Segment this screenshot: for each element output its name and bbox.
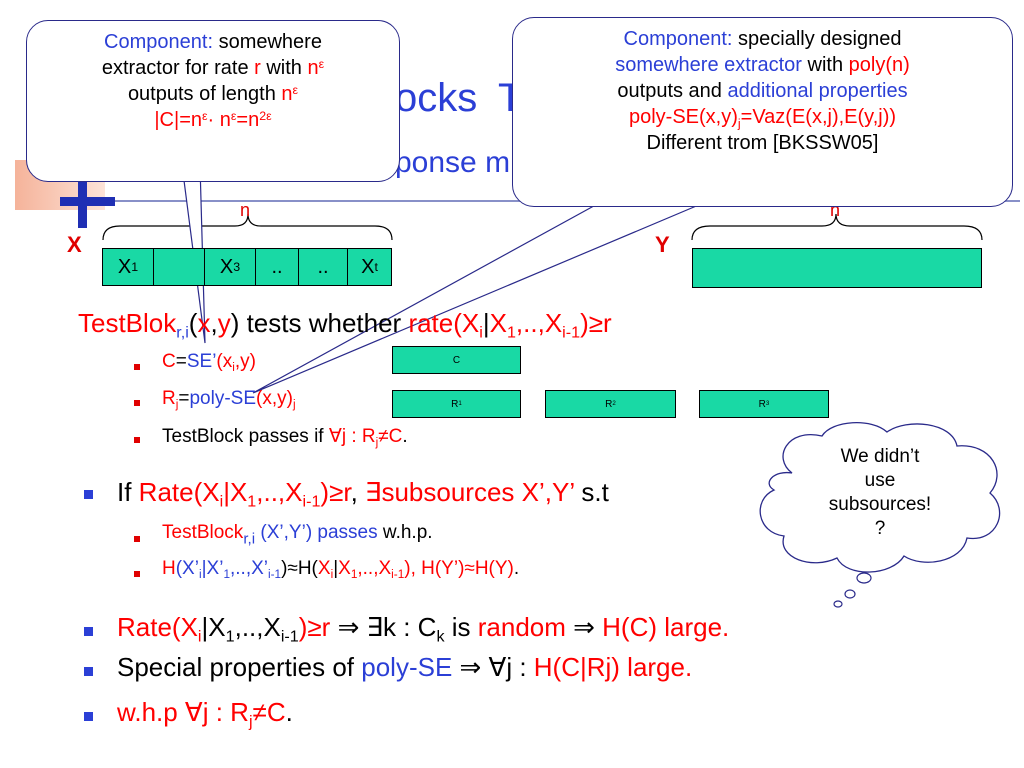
special-properties-line: Special properties of poly-SE ⇒ ∀j : H(C… <box>117 652 693 682</box>
cloud-note: We didn’t use subsources! ? <box>790 445 970 541</box>
x-block-cell: .. <box>255 248 299 286</box>
title-fragment: ocks <box>395 76 478 120</box>
bullet-marker <box>84 712 93 721</box>
x-length-label: n <box>240 200 251 220</box>
cloud-line: ? <box>874 518 886 539</box>
subtitle-fragment: ponse m <box>395 146 511 179</box>
bullet-marker <box>84 490 93 499</box>
cloud-line: use <box>864 470 896 491</box>
y-source-block <box>692 248 982 288</box>
callout-line: somewhere extractor with poly(n) <box>615 54 910 76</box>
whp-line: w.h.p ∀j : Rj≠C. <box>117 697 293 731</box>
pass-condition: TestBlock passes if ∀j : Rj≠C. <box>162 426 408 450</box>
testblock-passes-line: TestBlockr,i (X’,Y’) passes w.h.p. <box>162 522 433 548</box>
y-source-label: Y <box>655 232 670 257</box>
y-length-label: n <box>830 200 841 220</box>
if-subsources-line: If Rate(Xi|X1,..,Xi-1)≥r, ∃subsources X’… <box>117 477 609 511</box>
r-definition: Rj=poly-SE(x,y)j <box>162 388 296 412</box>
component-callout-left: Component: somewhere extractor for rate … <box>26 20 400 182</box>
bullet-marker <box>84 627 93 636</box>
callout-line: outputs and additional properties <box>617 80 908 102</box>
bullet-marker <box>134 437 140 443</box>
cloud-line: subsources! <box>828 494 932 515</box>
thought-cloud <box>759 421 1001 573</box>
bullet-marker <box>134 400 140 406</box>
callout-line: Different trom [BKSSW05] <box>646 132 879 154</box>
entropy-line: H(X’i|X’1,..,X’i-1)≈H(Xi|X1,..,Xi-1), H(… <box>162 558 520 582</box>
callout-line: outputs of length nε <box>127 82 299 105</box>
cloud-line: We didn’t <box>840 446 920 467</box>
c-definition: C=SE’(xi,y) <box>162 351 256 375</box>
callout-line: |C|=nε· nε=n2ε <box>154 108 272 131</box>
callout-line: Component: somewhere <box>104 31 322 53</box>
bullet-marker <box>84 667 93 676</box>
component-callout-right: Component: specially designed somewhere … <box>512 17 1013 207</box>
x-source-label: X <box>67 232 82 257</box>
c-output-box: C <box>392 346 521 374</box>
callout-line: extractor for rate r with nε <box>101 56 325 79</box>
cross-decoration-horizontal <box>60 197 115 206</box>
bullet-marker <box>134 536 140 542</box>
testblock-heading: TestBlokr,i(x,y) tests whether rate(Xi|X… <box>78 308 612 342</box>
rate-implies-line: Rate(Xi|X1,..,Xi-1)≥r ⇒ ∃k : Ck is rando… <box>117 612 730 646</box>
callout-line: Component: specially designed <box>623 28 902 50</box>
callout-line: poly-SE(x,y)j=Vaz(E(x,j),E(y,j)) <box>628 106 897 131</box>
bullet-marker <box>134 571 140 577</box>
x-block-cell <box>153 248 205 286</box>
x-block-cell: .. <box>298 248 348 286</box>
bullet-marker <box>134 364 140 370</box>
